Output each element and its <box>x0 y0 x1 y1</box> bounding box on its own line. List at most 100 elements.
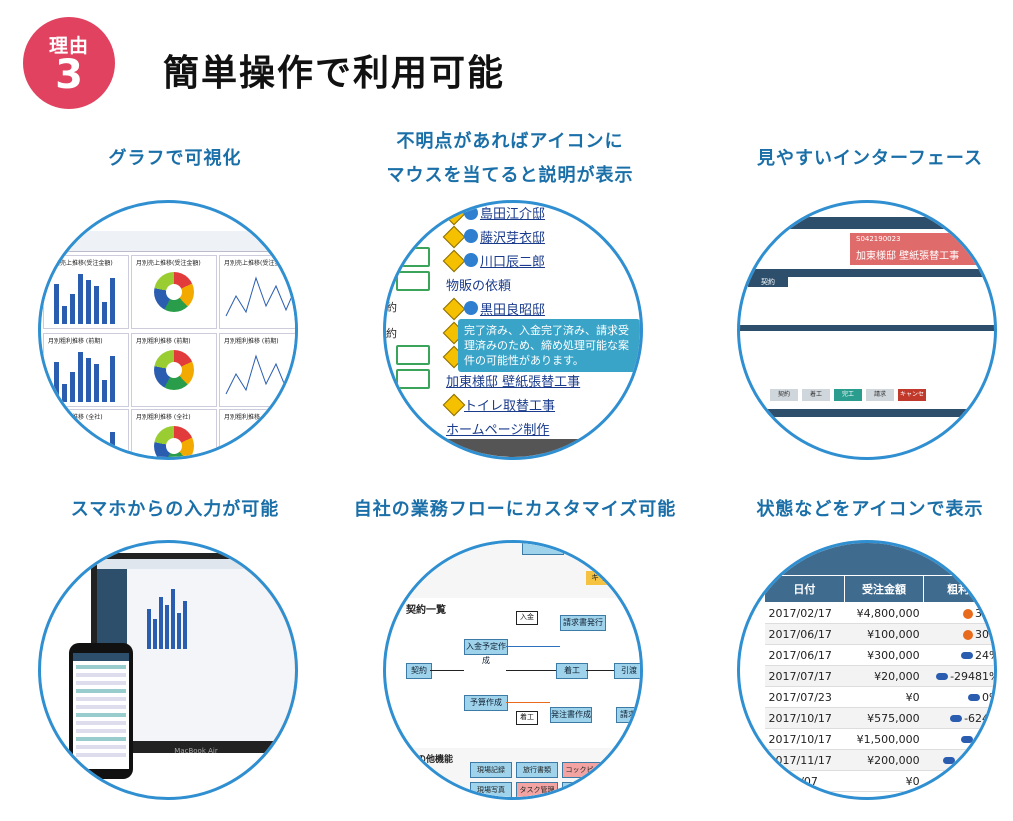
list-row <box>76 689 126 693</box>
chart-bar <box>94 364 99 402</box>
donut-hole <box>166 284 182 300</box>
donut-hole <box>166 362 182 378</box>
date-cell: 2017/07/23 <box>764 686 845 708</box>
chart-panel-title: 月別粗利推移 (前期) <box>48 338 103 345</box>
list-row <box>76 665 126 669</box>
filter-bar <box>41 231 295 252</box>
amount-cell: ¥575,000 <box>844 707 924 729</box>
rate-value: 29% <box>975 732 994 746</box>
item-link[interactable]: ホームページ制作 <box>446 423 550 438</box>
chart-bar <box>94 440 99 457</box>
function-button[interactable]: タスク管理 <box>516 782 558 797</box>
flow-node[interactable]: 発注書作成 <box>550 707 592 723</box>
function-button[interactable]: 現場写真 <box>470 782 512 797</box>
line-series <box>225 354 295 395</box>
warning-icon[interactable] <box>442 203 466 226</box>
date-cell: 2017/10/17 <box>764 728 845 750</box>
item-link[interactable]: 加東様邸 壁紙張替工事 <box>446 375 581 390</box>
item-link[interactable]: 黒田良昭邸 <box>480 303 546 318</box>
flow-node[interactable]: 引渡 <box>614 663 640 679</box>
line-chart <box>225 354 295 395</box>
rate-value: -2858% <box>957 753 997 767</box>
warning-icon[interactable] <box>442 393 466 417</box>
warning-icon[interactable] <box>442 249 466 273</box>
step-button[interactable]: 請求 <box>866 389 894 401</box>
item-link[interactable]: トイレ取替工事 <box>464 399 556 414</box>
function-button[interactable]: 経営 <box>562 782 604 797</box>
chart-bar <box>62 384 67 402</box>
flow-node[interactable] <box>522 543 564 555</box>
rate-cell: -29481% <box>923 665 994 687</box>
section-title: 契約一覧 <box>406 605 446 616</box>
caption-tooltip-line1: 不明点があればアイコンに <box>396 131 624 152</box>
function-button[interactable]: 旅行書類 <box>516 762 558 778</box>
rate-value: 30% <box>975 606 994 620</box>
status-box <box>396 345 430 365</box>
chart-bar <box>171 589 175 649</box>
chart-bar <box>110 356 115 402</box>
function-button[interactable]: 現場記録 <box>470 762 512 778</box>
donut-hole <box>166 438 182 454</box>
table-row: 18/01/07¥00% <box>764 770 994 792</box>
rain-cloud-icon <box>968 694 981 701</box>
tab-contract[interactable]: 契約 <box>748 277 788 287</box>
rate-value: 0% <box>982 774 994 788</box>
page-title: 簡単操作で利用可能 <box>163 53 506 94</box>
rate-value: -624% <box>964 711 997 725</box>
step-button[interactable]: 契約 <box>770 389 798 401</box>
chart-bar <box>86 434 91 457</box>
rate-cell: 0% <box>923 686 994 708</box>
rate-cell: 0% <box>923 770 994 792</box>
flow-node[interactable]: 着工 <box>556 663 588 679</box>
date-cell: 2017/02/17 <box>764 602 845 624</box>
item-link[interactable]: 川口辰二郎 <box>480 255 546 270</box>
item-link[interactable]: 島田江介邸 <box>480 207 546 222</box>
chart-panel-title: 月別粗利推移 (全社) <box>224 414 279 421</box>
chart-panel-title: 月別粗利推移 (前期) <box>136 338 191 345</box>
rate-value: 24% <box>975 648 994 662</box>
flow-node[interactable]: 請求書入 <box>616 707 640 733</box>
phone-frame <box>69 643 133 779</box>
chart-bar <box>78 428 83 457</box>
warning-icon[interactable] <box>442 225 466 249</box>
date-cell: 2017/10/17 <box>764 707 845 729</box>
flow-node[interactable]: 請求書発行 <box>560 615 606 631</box>
line-chart <box>225 276 295 317</box>
list-row <box>76 673 126 677</box>
graph-screenshot: 月別売上推移(受注金額)月別売上推移(受注金額)月別売上推移(受注金額)月別粗利… <box>38 200 298 460</box>
warning-icon[interactable] <box>442 297 466 321</box>
flow-node[interactable]: 契約 <box>406 663 432 679</box>
rate-cell: 30% <box>923 602 994 624</box>
tooltip-screenshot: 約 約 島田江介邸 藤沢芽衣邸 川口辰二郎 物販の依頼 黒田良昭邸 完了済み、入… <box>383 200 643 460</box>
table-row: 2017/10/17¥575,000 -624% <box>764 707 997 729</box>
step-button[interactable]: キャンセル <box>898 389 926 410</box>
date-cell: 18/01/07 <box>764 770 845 792</box>
flow-node[interactable]: 予算作成 <box>464 695 508 711</box>
list-row <box>76 681 126 685</box>
flow-node[interactable]: 入金予定作成 <box>464 639 508 665</box>
chart-bar <box>70 448 75 457</box>
function-button[interactable]: コックピット <box>562 762 604 788</box>
rain-cloud-icon <box>936 673 949 680</box>
list-row <box>76 753 126 757</box>
table-row: 2017/11/17¥200,000-2858% <box>764 749 997 771</box>
thumbs-up-icon <box>464 301 478 315</box>
chart-bar <box>102 302 107 324</box>
row-label: 約 <box>386 301 397 314</box>
status-icon-screenshot: 日付 受注金額 粗利率 2017/02/17¥4,800,00030%2017/… <box>737 540 997 800</box>
flow-connector <box>506 646 560 647</box>
chart-bar <box>165 605 169 649</box>
step-button[interactable]: 着工 <box>802 389 830 401</box>
status-box <box>396 271 430 291</box>
list-row <box>76 713 126 717</box>
rain-cloud-icon <box>968 778 981 785</box>
browser-bar <box>97 559 295 569</box>
caption-tooltip-line2: マウスを当てると説明が表示 <box>386 165 634 186</box>
step-button[interactable]: 完工 <box>834 389 862 401</box>
caption-customize: 自社の業務フローにカスタマイズ可能 <box>353 499 677 520</box>
chart-bar <box>70 372 75 402</box>
cancel-node[interactable]: キャンセル <box>586 571 636 585</box>
item-link[interactable]: 藤沢芽衣邸 <box>480 231 546 246</box>
line-chart <box>231 430 295 457</box>
